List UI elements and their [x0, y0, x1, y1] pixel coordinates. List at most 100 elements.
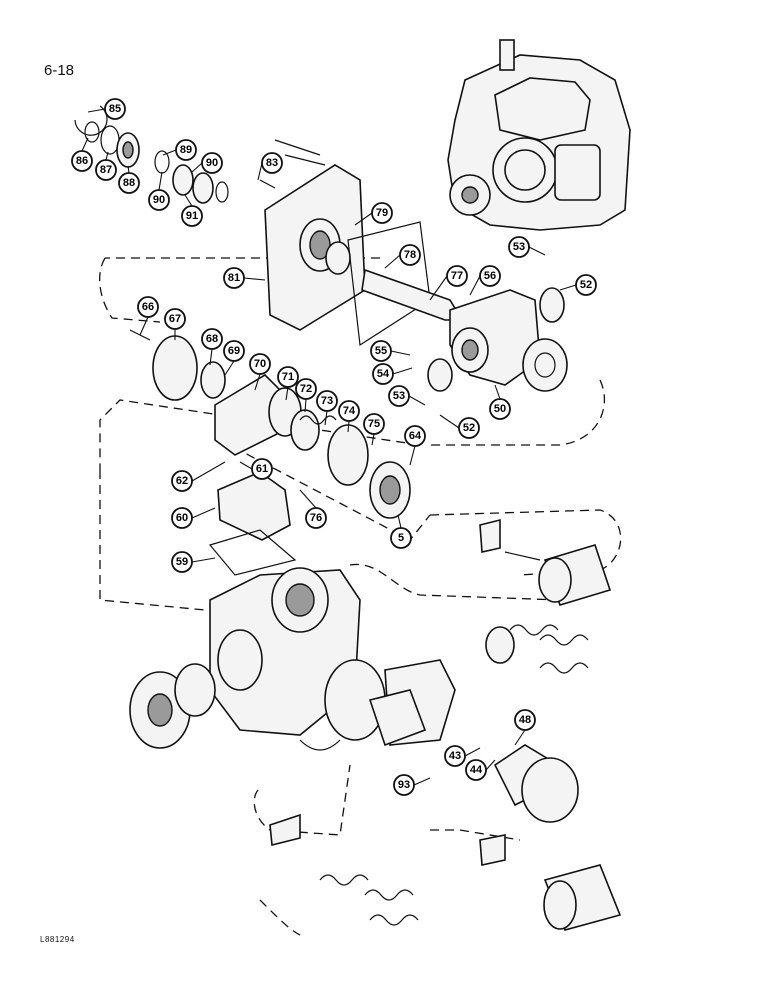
pump-assembly	[447, 39, 631, 231]
svg-text:71: 71	[282, 371, 294, 383]
svg-text:93: 93	[398, 779, 410, 791]
callout-81: 81	[223, 267, 245, 289]
svg-text:70: 70	[254, 358, 266, 370]
callout-74: 74	[338, 400, 360, 422]
svg-text:53: 53	[393, 390, 405, 402]
callout-66: 66	[137, 296, 159, 318]
svg-text:75: 75	[368, 418, 380, 430]
svg-text:76: 76	[310, 512, 322, 524]
rotating-group	[129, 329, 411, 519]
callout-83: 83	[261, 152, 283, 174]
svg-text:90: 90	[206, 157, 218, 169]
main-housing	[209, 567, 361, 736]
callout-77: 77	[446, 265, 468, 287]
callout-61: 61	[251, 458, 273, 480]
callout-52-upper: 52	[575, 274, 597, 296]
svg-text:56: 56	[484, 270, 496, 282]
svg-text:53: 53	[513, 241, 525, 253]
servo-assembly-upper	[479, 518, 612, 606]
spring-assembly-right	[485, 624, 589, 674]
callout-55: 55	[370, 340, 392, 362]
callout-50: 50	[489, 398, 511, 420]
svg-text:87: 87	[100, 164, 112, 176]
svg-text:72: 72	[300, 383, 312, 395]
drawing-reference: L881294	[40, 935, 75, 944]
fastener-bolts	[259, 139, 326, 189]
svg-text:90: 90	[153, 194, 165, 206]
svg-text:5: 5	[398, 532, 404, 544]
svg-text:61: 61	[256, 463, 268, 475]
snap-ring-set	[74, 105, 229, 204]
svg-text:52: 52	[463, 422, 475, 434]
callout-64: 64	[404, 425, 426, 447]
svg-text:60: 60	[176, 512, 188, 524]
svg-text:64: 64	[409, 430, 422, 442]
callout-85: 85	[104, 98, 126, 120]
callout-68: 68	[201, 328, 223, 350]
callout-70: 70	[249, 353, 271, 375]
svg-text:62: 62	[176, 475, 188, 487]
cover-plate	[264, 164, 366, 331]
callout-72: 72	[295, 378, 317, 400]
callout-79: 79	[371, 202, 393, 224]
svg-text:77: 77	[451, 270, 463, 282]
callout-87: 87	[95, 159, 117, 181]
svg-text:44: 44	[470, 764, 483, 776]
svg-text:79: 79	[376, 207, 388, 219]
svg-text:52: 52	[580, 279, 592, 291]
callout-43: 43	[444, 745, 466, 767]
svg-text:55: 55	[375, 345, 387, 357]
callout-5: 5	[390, 527, 412, 549]
svg-text:66: 66	[142, 301, 154, 313]
callout-90-right: 90	[201, 152, 223, 174]
callout-88: 88	[118, 172, 140, 194]
callout-91: 91	[181, 205, 203, 227]
swashplate-housing	[427, 287, 568, 392]
callout-69: 69	[223, 340, 245, 362]
svg-text:54: 54	[377, 368, 390, 380]
callout-75: 75	[363, 413, 385, 435]
callout-86: 86	[71, 150, 93, 172]
svg-text:67: 67	[169, 313, 181, 325]
callout-67: 67	[164, 308, 186, 330]
svg-text:74: 74	[343, 405, 356, 417]
control-block	[324, 659, 579, 823]
svg-text:81: 81	[228, 272, 240, 284]
callout-54: 54	[372, 363, 394, 385]
callout-53-upper: 53	[508, 236, 530, 258]
svg-text:91: 91	[186, 210, 198, 222]
valve-block	[208, 471, 297, 576]
page-number: 6-18	[44, 62, 75, 79]
svg-text:88: 88	[123, 177, 135, 189]
callout-56: 56	[479, 265, 501, 287]
callout-93: 93	[393, 774, 415, 796]
svg-text:43: 43	[449, 750, 461, 762]
callout-48: 48	[514, 709, 536, 731]
svg-text:78: 78	[404, 249, 416, 261]
callout-59: 59	[171, 551, 193, 573]
leader-lines	[81, 108, 577, 786]
svg-text:59: 59	[176, 556, 188, 568]
callout-44: 44	[465, 759, 487, 781]
svg-text:85: 85	[109, 103, 121, 115]
svg-text:50: 50	[494, 403, 506, 415]
callout-60: 60	[171, 507, 193, 529]
svg-text:89: 89	[180, 144, 192, 156]
callout-76: 76	[305, 507, 327, 529]
callout-90-left: 90	[148, 189, 170, 211]
svg-text:68: 68	[206, 333, 218, 345]
group-outline-upper	[99, 257, 606, 470]
callout-62: 62	[171, 470, 193, 492]
servo-assembly-lower	[269, 813, 622, 931]
svg-text:86: 86	[76, 155, 88, 167]
end-cover	[129, 663, 341, 751]
svg-text:69: 69	[228, 345, 240, 357]
svg-text:48: 48	[519, 714, 531, 726]
callout-52-lower: 52	[458, 417, 480, 439]
callout-89: 89	[175, 139, 197, 161]
callout-73: 73	[316, 390, 338, 412]
callout-78: 78	[399, 244, 421, 266]
callout-53-lower: 53	[388, 385, 410, 407]
svg-text:73: 73	[321, 395, 333, 407]
